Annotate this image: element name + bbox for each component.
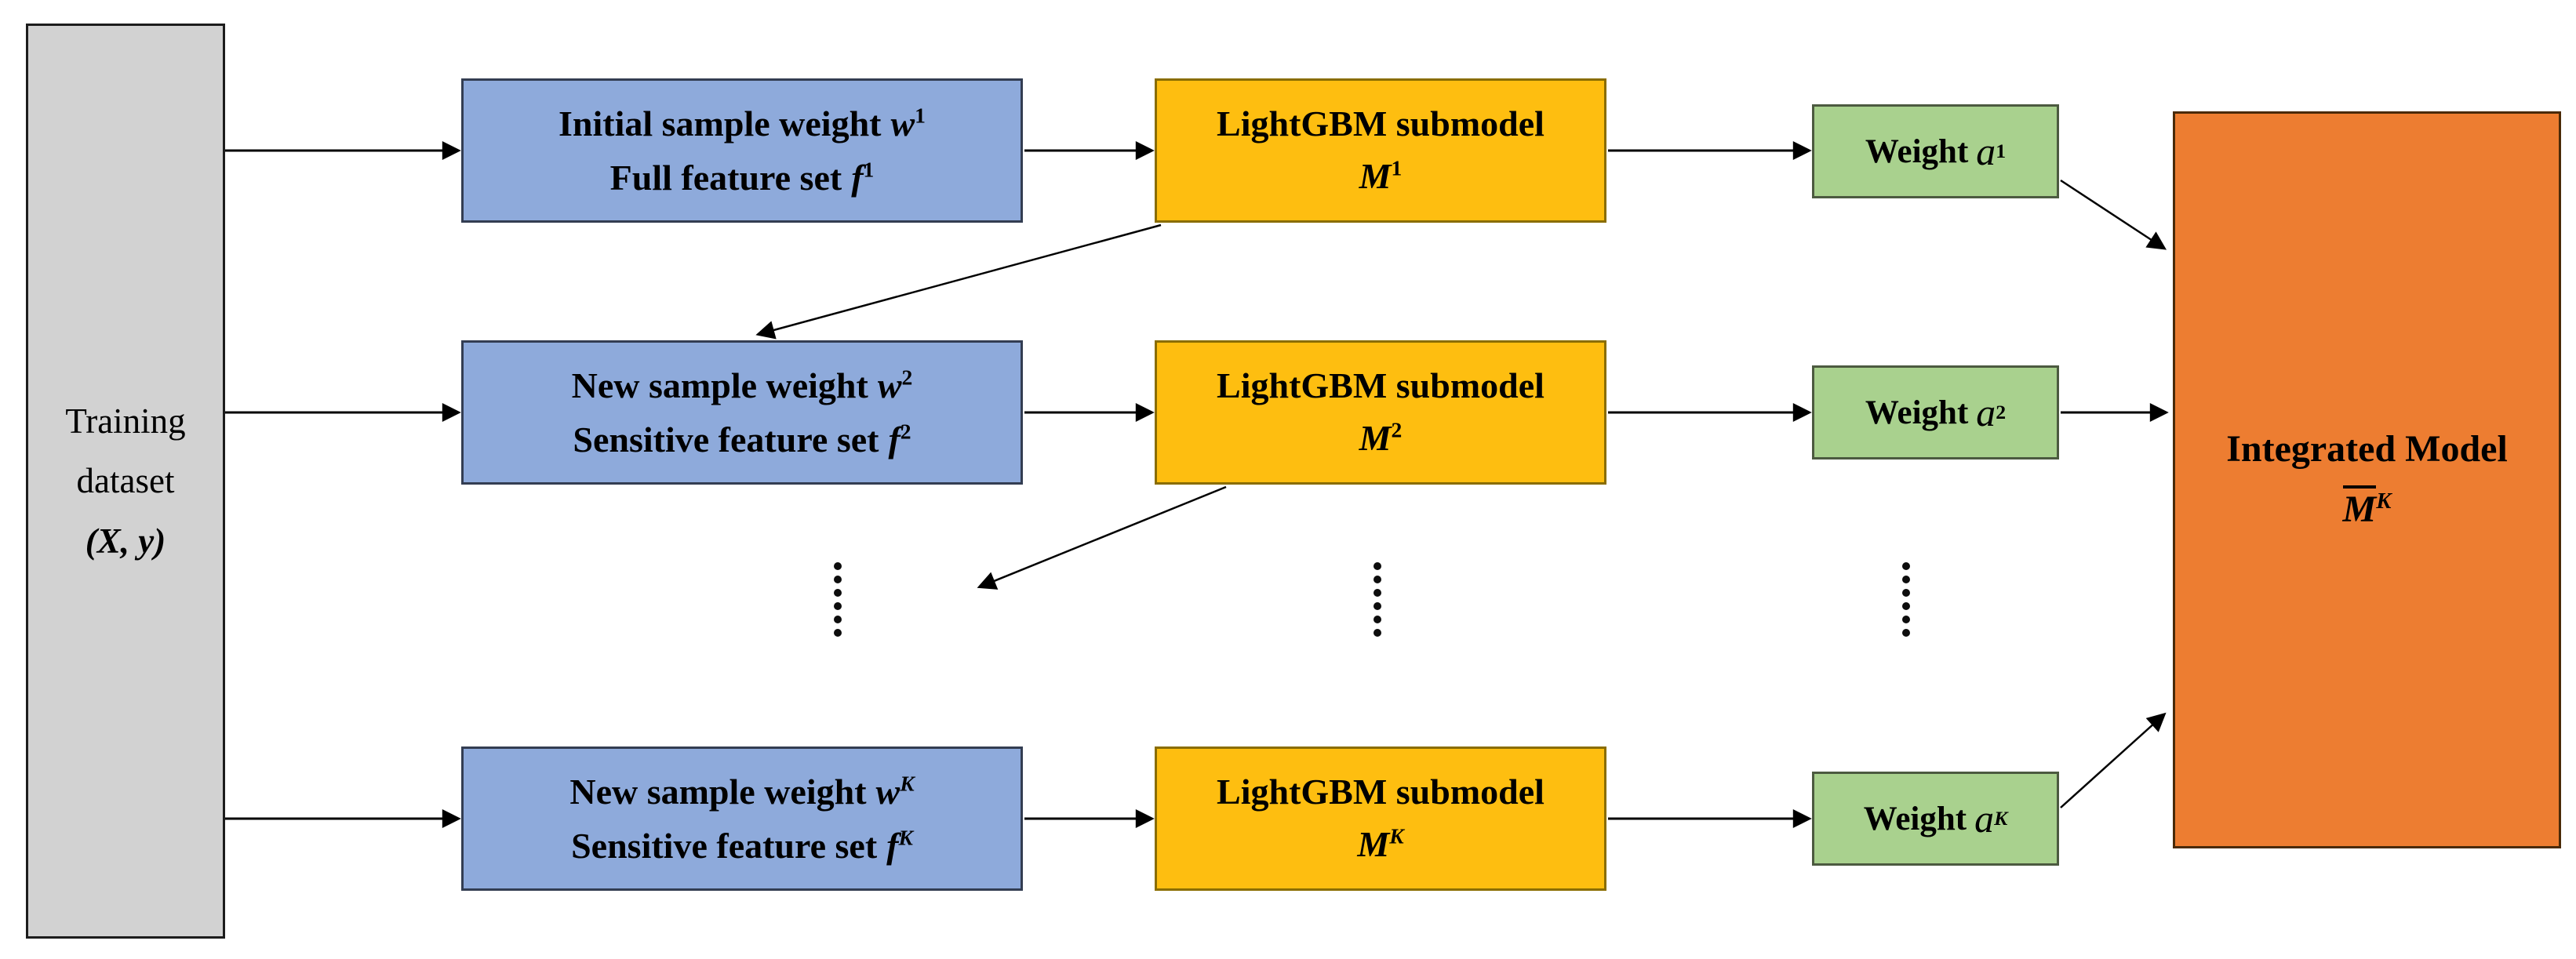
submodel-title-2: LightGBM submodel bbox=[1217, 365, 1545, 406]
arrow-alphaK-to-integrated bbox=[2060, 712, 2167, 808]
lightgbm-submodel-box-1: LightGBM submodel M1 bbox=[1155, 78, 1606, 223]
lightgbm-submodel-box-K: LightGBM submodel MK bbox=[1155, 746, 1606, 891]
lightgbm-submodel-box-2: LightGBM submodel M2 bbox=[1155, 340, 1606, 485]
submodel-symbol-K: MK bbox=[1357, 823, 1404, 864]
training-dataset-line1: Training bbox=[65, 401, 186, 441]
vertical-ellipsis-alpha-column bbox=[1902, 562, 1910, 637]
m-bar-overline: M bbox=[2342, 485, 2377, 529]
arrow-submodel2-to-next-feedback bbox=[977, 485, 1227, 590]
vertical-ellipsis-submodel-column bbox=[1374, 562, 1381, 637]
submodel-symbol-2: M2 bbox=[1359, 417, 1403, 458]
arrow-alpha1-to-integrated bbox=[2060, 179, 2167, 250]
vertical-ellipsis-weights-column bbox=[834, 562, 842, 637]
training-dataset-xy: (X, y) bbox=[85, 521, 166, 561]
integrated-model-symbol: MK bbox=[2342, 480, 2391, 540]
integrated-model-box: Integrated Model MK bbox=[2173, 111, 2561, 848]
submodel-title-1: LightGBM submodel bbox=[1217, 104, 1545, 144]
submodel-symbol-1: M1 bbox=[1359, 155, 1403, 196]
submodel-title-K: LightGBM submodel bbox=[1217, 772, 1545, 812]
integrated-model-title: Integrated Model bbox=[2226, 428, 2508, 470]
training-dataset-box: Training dataset (X, y) bbox=[26, 24, 225, 939]
training-dataset-line2: dataset bbox=[76, 461, 175, 501]
arrow-submodel1-to-weights2-feedback bbox=[755, 223, 1162, 340]
